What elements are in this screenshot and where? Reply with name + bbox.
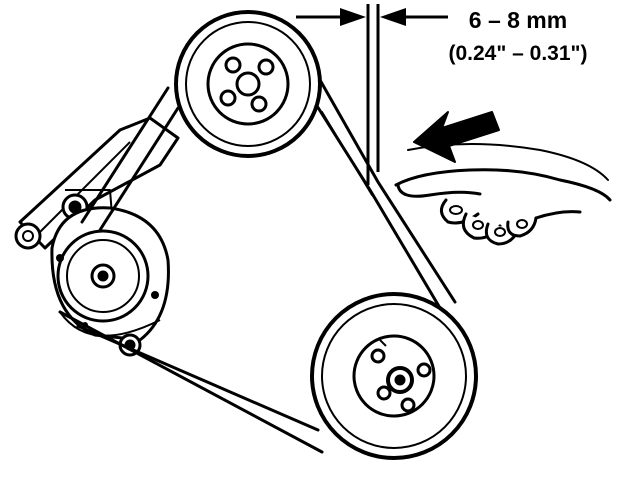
lower-pulley-icon [310, 292, 478, 460]
deflection-gauge [296, 4, 448, 185]
upper-pulley-icon [174, 10, 322, 158]
drive-belt [58, 78, 457, 454]
hand-icon [394, 143, 612, 246]
alternator-pulley-icon [50, 206, 170, 357]
deflection-spec-metric: 6 – 8 mm [469, 7, 567, 33]
alternator-bracket [14, 116, 180, 250]
deflection-spec-imperial: (0.24" – 0.31") [449, 42, 588, 65]
push-arrow-icon [413, 111, 500, 163]
